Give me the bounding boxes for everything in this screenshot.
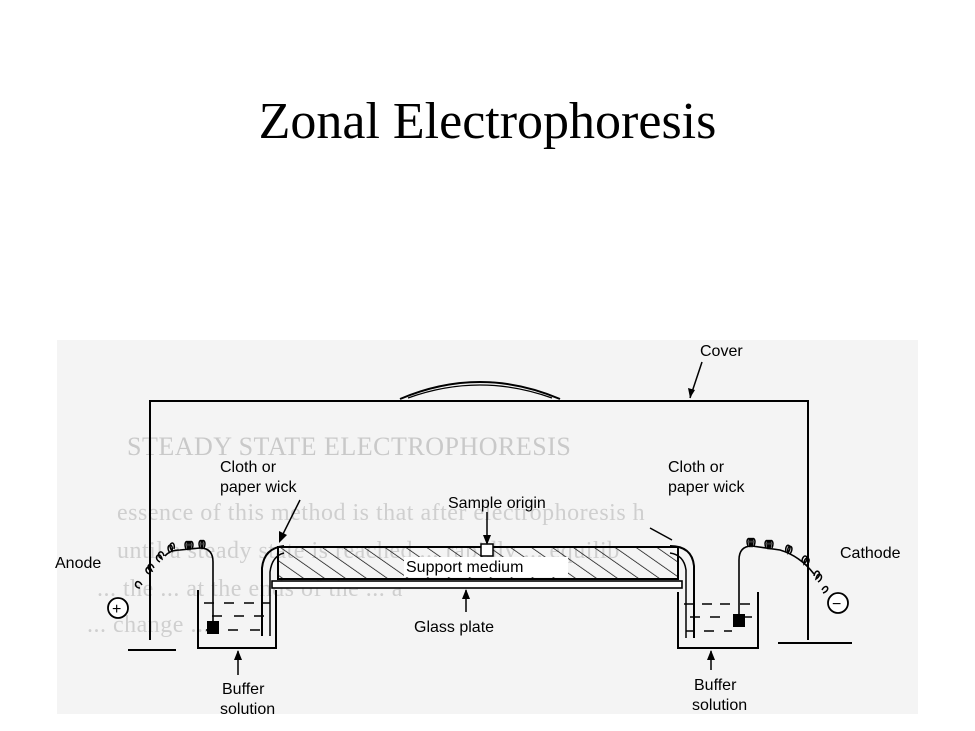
- bleed-through-heading: STEADY STATE ELECTROPHORESIS: [127, 432, 572, 461]
- right-buffer-arrowhead: [707, 650, 715, 660]
- anode-wire: [164, 547, 214, 621]
- right-buffer-liquid: [684, 603, 752, 632]
- support-medium-label-bg: [404, 557, 568, 577]
- cover-label: Cover: [700, 343, 743, 360]
- right-buffer-label-line2: solution: [692, 697, 747, 714]
- anode-label: Anode: [55, 555, 101, 572]
- glass-plate: [271, 580, 683, 589]
- anode-terminal: [107, 597, 129, 619]
- anode-plus-sign: +: [112, 601, 121, 618]
- right-wick-label-line2: paper wick: [668, 479, 745, 496]
- left-wick-inner: [269, 552, 285, 636]
- right-wick-inner: [669, 552, 687, 638]
- left-wick: [261, 545, 285, 636]
- right-wick: [669, 545, 695, 638]
- cathode-wire: [738, 545, 815, 614]
- cathode-minus-sign: −: [832, 596, 841, 613]
- cathode-label: Cathode: [840, 545, 901, 562]
- bleed-through-line: ... change ...: [87, 612, 210, 638]
- left-wick-label-line1: Cloth or: [220, 459, 277, 476]
- support-medium-label: Support medium: [406, 559, 523, 576]
- right-wick-label-line1: Cloth or: [668, 459, 725, 476]
- right-buffer-label-line1: Buffer: [694, 677, 737, 694]
- cathode-coil: [746, 537, 829, 594]
- left-wick-label-line2: paper wick: [220, 479, 297, 496]
- sample-origin-label: Sample origin: [448, 495, 546, 512]
- left-buffer-label-line1: Buffer: [222, 681, 265, 698]
- glass-plate-arrowhead: [462, 589, 470, 599]
- left-buffer-arrowhead: [234, 650, 242, 660]
- cathode-electrode: [733, 614, 745, 627]
- right-wick-pointer: [649, 527, 673, 541]
- bleed-through-line: essence of this method is that after ele…: [117, 500, 646, 526]
- glass-plate-label: Glass plate: [414, 619, 494, 636]
- left-wick-arrowhead: [279, 531, 287, 543]
- cathode-terminal: [827, 592, 849, 614]
- cover-arrowhead: [688, 388, 695, 398]
- anode-coil: [134, 539, 206, 589]
- anode-electrode: [207, 621, 219, 634]
- sample-origin-arrowhead: [483, 535, 491, 545]
- sample-origin-notch: [480, 543, 494, 557]
- slide-title: Zonal Electrophoresis: [258, 93, 717, 150]
- right-buffer-tank: [677, 592, 759, 649]
- cover-outline: [149, 381, 809, 640]
- left-buffer-tank: [197, 590, 277, 649]
- left-buffer-label-line2: solution: [220, 701, 275, 718]
